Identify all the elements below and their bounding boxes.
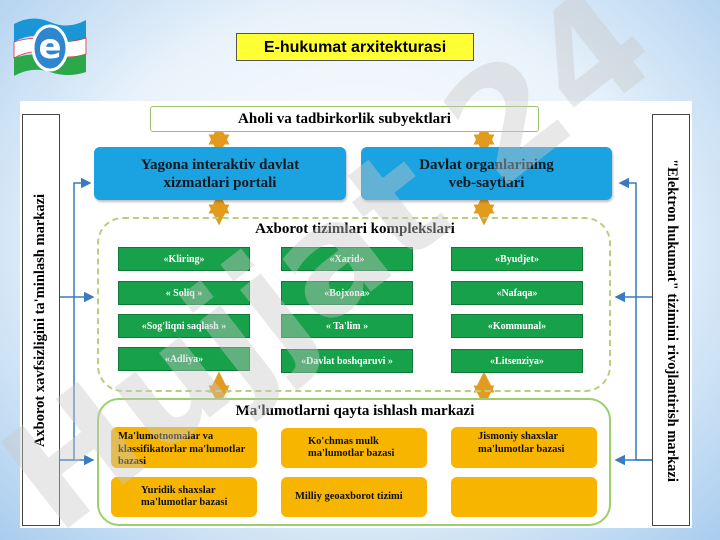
- system-nafaqa: «Nafaqa»: [451, 281, 583, 305]
- system-litsenziya: «Litsenziya»: [451, 349, 583, 373]
- side-arrows: [60, 177, 652, 466]
- agency-websites-label: Davlat organlarining veb-saytlari: [419, 156, 554, 191]
- egov-development-center-box: "Elektron hukumat" tizimini rivojlantiri…: [652, 114, 690, 526]
- system-talim: « Ta'lim »: [281, 314, 413, 338]
- flow-arrows: [208, 123, 495, 407]
- information-systems-frame: [97, 217, 611, 392]
- security-center-box: Axborot xavfsizligini ta'minlash markazi: [22, 114, 60, 526]
- database-real-estate: Ko'chmas mulk ma'lumotlar bazasi: [281, 428, 427, 468]
- system-byudjet: «Byudjet»: [451, 247, 583, 271]
- information-systems-title: Axborot tizimlari komplekslari: [255, 221, 455, 237]
- citizens-business-box: Aholi va tadbirkorlik subyektlari: [150, 106, 539, 132]
- system-adliya: «Adliya»: [118, 347, 250, 371]
- database-reference-classifiers: Ma'lumotnomalar va klassifikatorlar ma'l…: [111, 427, 257, 468]
- page-title: E-hukumat arxitekturasi: [236, 33, 474, 61]
- system-soliq: « Soliq »: [118, 281, 250, 305]
- logo-letter: e: [38, 27, 61, 67]
- e-flag-logo-icon: e: [13, 18, 87, 76]
- database-individuals: Jismoniy shaxslar ma'lumotlar bazasi: [451, 427, 597, 468]
- national-geoinformation-system: Milliy geoaxborot tizimi: [281, 477, 427, 517]
- egov-development-center-label: "Elektron hukumat" tizimini rivojlantiri…: [663, 158, 680, 482]
- database-legal-entities: Yuridik shaxslar ma'lumotlar bazasi: [111, 477, 257, 517]
- system-bojxona: «Bojxona»: [281, 281, 413, 305]
- system-xarid: «Xarid»: [281, 247, 413, 271]
- database-empty-slot: [451, 477, 597, 517]
- data-processing-title: Ma'lumotlarni qayta ishlash markazi: [235, 403, 475, 419]
- system-kliring: «Kliring»: [118, 247, 250, 271]
- interactive-portal-label: Yagona interaktiv davlat xizmatlari port…: [140, 156, 300, 191]
- system-davlat-boshqaruvi: «Davlat boshqaruvi »: [281, 349, 413, 373]
- security-center-label: Axborot xavfsizligini ta'minlash markazi: [32, 193, 49, 447]
- agency-websites-box: Davlat organlarining veb-saytlari: [361, 147, 612, 200]
- system-sogliqni-saqlash: «Sog'liqni saqlash »: [118, 314, 250, 338]
- system-kommunal: «Kommunal»: [451, 314, 583, 338]
- interactive-portal-box: Yagona interaktiv davlat xizmatlari port…: [94, 147, 346, 200]
